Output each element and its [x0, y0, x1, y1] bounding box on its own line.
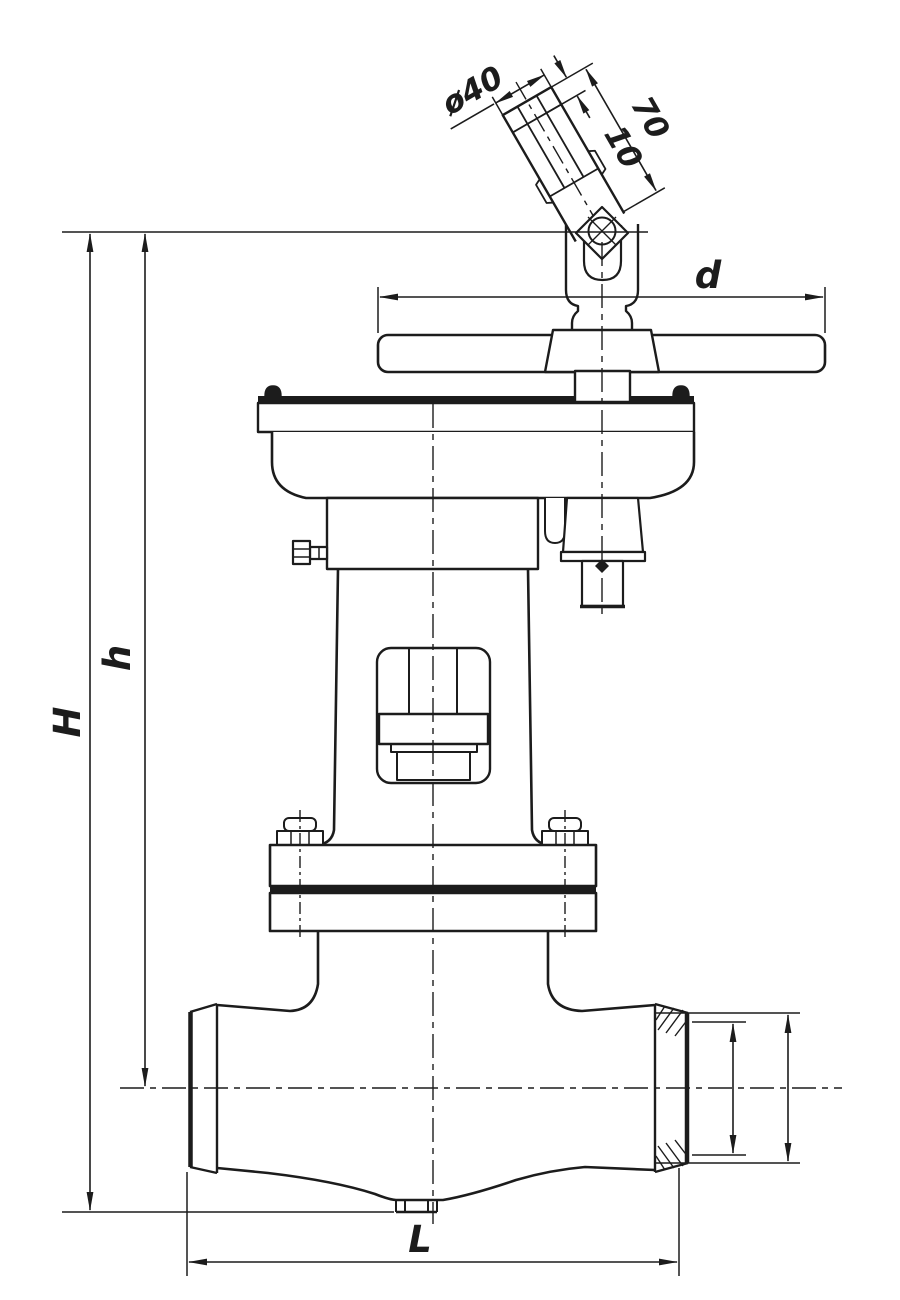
socket-side-notch-left: [535, 178, 554, 204]
plate-bolt-right: [672, 385, 690, 397]
dim-label-face-to-face: L: [408, 1218, 432, 1261]
yoke-top-plate: [256, 385, 696, 434]
bonnet-notch: [544, 498, 566, 544]
backseat-boss: [559, 496, 647, 609]
flange-bolt-right: [541, 817, 589, 846]
bonnet-dome: [270, 432, 696, 609]
bevel-hatch-bottom: [655, 1139, 689, 1171]
centerlines: [120, 242, 842, 1224]
bevel-hatch-top: [655, 1005, 689, 1037]
plate-bolt-left: [264, 385, 282, 397]
dim-label-stem-square-diameter: ø40: [435, 59, 510, 123]
dimensions: H h d L: [46, 231, 826, 1276]
bottom-boss: [395, 1200, 438, 1214]
dim-label-axis-height: h: [96, 645, 139, 671]
dimension-overall-height: H: [46, 233, 94, 1211]
stem-square-end: [574, 205, 630, 261]
dimension-face-to-face: L: [188, 1218, 678, 1266]
dimension-axis-height: h: [96, 233, 149, 1087]
dim-label-handwheel-diameter: d: [695, 254, 722, 297]
handwheel-hub: [543, 328, 661, 374]
valve-body: [188, 931, 690, 1214]
dimension-handwheel-diameter: d: [379, 254, 824, 301]
dim-label-overall-height: H: [46, 706, 89, 737]
grease-fitting: [291, 539, 329, 566]
